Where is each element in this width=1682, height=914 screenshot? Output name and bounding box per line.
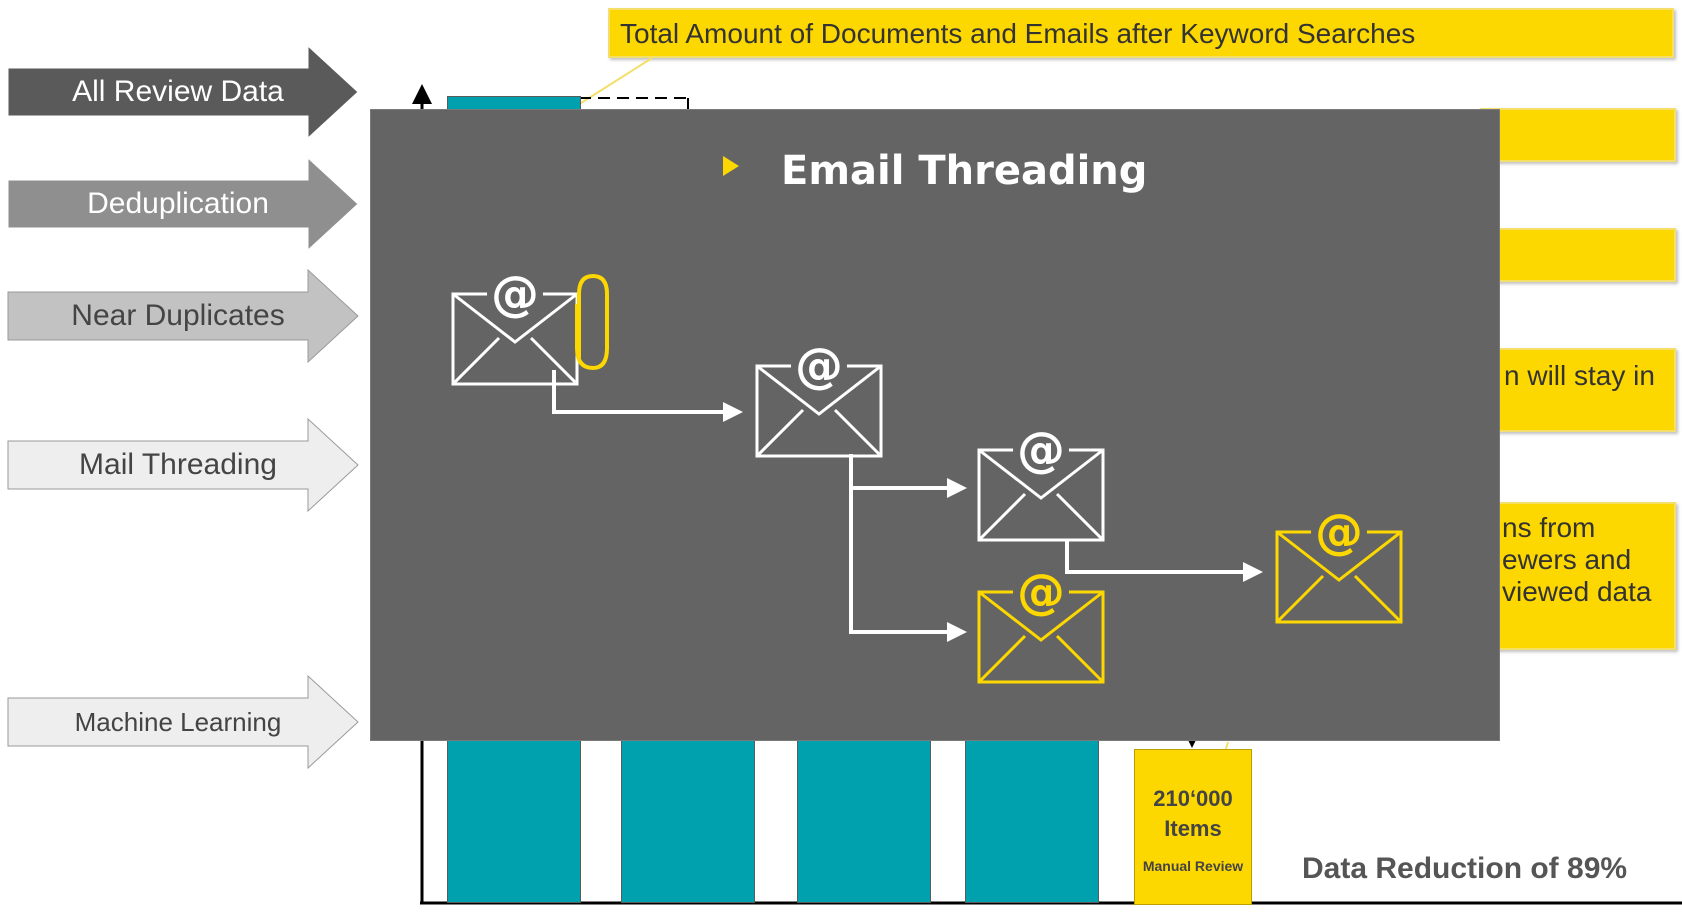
callout-line: ewers and xyxy=(1502,544,1632,575)
email-icon: @ xyxy=(755,338,883,458)
email-threading-popup[interactable]: Email Threading @ xyxy=(370,109,1500,741)
play-bullet-icon xyxy=(723,156,739,176)
email-attachment-icon: @ xyxy=(451,266,609,386)
step-label: Mail Threading xyxy=(79,448,277,481)
data-reduction-label: Data Reduction of 89% xyxy=(1302,852,1628,885)
email-icon: @ xyxy=(977,422,1105,542)
step-arrow-near-duplicates: Near Duplicates xyxy=(7,268,368,364)
bar-step-4 xyxy=(965,740,1099,903)
svg-text:@: @ xyxy=(1017,564,1065,620)
step-label: Near Duplicates xyxy=(71,299,285,332)
step-label: Deduplication xyxy=(87,187,269,220)
callout-text: n will stay in xyxy=(1504,360,1655,391)
final-count: 210‘000 xyxy=(1153,786,1233,811)
final-unit: Items xyxy=(1164,816,1222,841)
popup-title: Email Threading xyxy=(781,148,1148,194)
callout-text: Total Amount of Documents and Emails aft… xyxy=(620,18,1416,49)
bar-step-3 xyxy=(797,740,931,903)
callout-line: viewed data xyxy=(1502,576,1652,607)
svg-text:@: @ xyxy=(491,266,539,322)
arrow-shape xyxy=(7,156,359,252)
step-label: All Review Data xyxy=(72,75,284,108)
step-arrow-mail-threading: Mail Threading xyxy=(7,417,368,513)
callout-leader-line xyxy=(569,57,653,111)
step-label: Machine Learning xyxy=(74,707,282,737)
step-arrow-all-review-data: All Review Data xyxy=(7,44,368,140)
svg-text:@: @ xyxy=(795,338,843,394)
final-caption: Manual Review xyxy=(1142,858,1244,874)
svg-text:@: @ xyxy=(1315,504,1363,560)
step-arrow-deduplication: Deduplication xyxy=(7,156,368,252)
arrow-shape xyxy=(7,417,359,513)
callout-4: n will stay in xyxy=(1480,348,1676,432)
thread-diagram: @ @ @ @ xyxy=(451,266,1403,684)
step-arrow-machine-learning: Machine Learning xyxy=(7,674,368,770)
bar-step-1 xyxy=(447,740,581,903)
svg-text:@: @ xyxy=(1017,422,1065,478)
email-icon: @ xyxy=(1275,504,1403,624)
arrow-shape xyxy=(7,268,359,364)
thread-connectors xyxy=(552,370,1263,642)
bar-step-2 xyxy=(621,740,755,903)
callout-line: ns from xyxy=(1502,512,1596,543)
email-icon: @ xyxy=(977,564,1105,684)
arrow-shape xyxy=(7,674,359,770)
arrow-shape xyxy=(7,44,359,140)
final-bar-manual-review: 210‘000 Items Manual Review xyxy=(1134,749,1252,905)
callout-5: ns from ewers and viewed data xyxy=(1480,502,1676,650)
callout-total-amount: Total Amount of Documents and Emails aft… xyxy=(608,8,1674,58)
